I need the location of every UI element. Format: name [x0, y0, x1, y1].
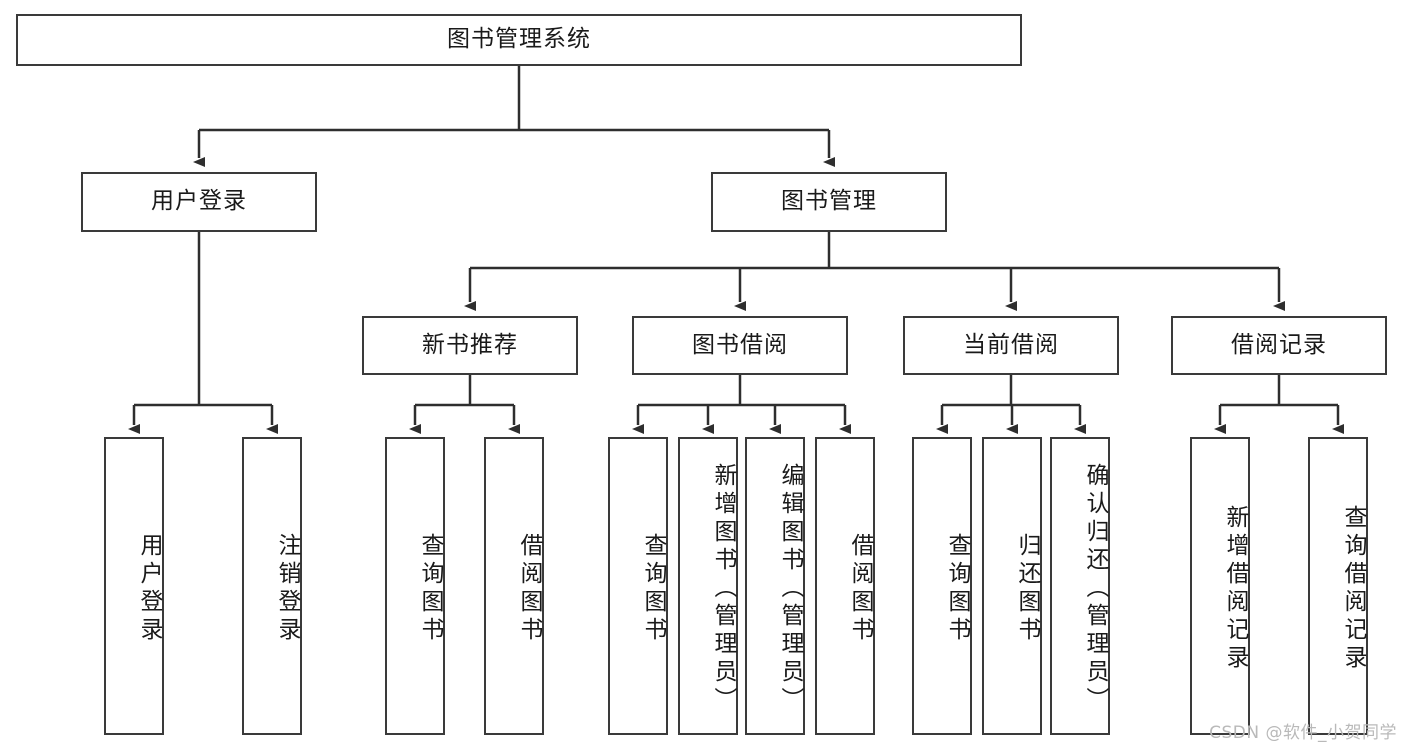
leaf-logout[interactable]: 注销登录: [242, 437, 302, 735]
node-root[interactable]: 图书管理系统: [16, 14, 1022, 66]
node-label: 查询图书: [640, 533, 666, 645]
node-label: 图书管理: [781, 188, 877, 215]
node-user-login[interactable]: 用户登录: [81, 172, 317, 232]
leaf-query-record[interactable]: 查询借阅记录: [1308, 437, 1368, 735]
node-label: 借阅记录: [1231, 331, 1327, 358]
leaf-borrow-book-rec[interactable]: 借阅图书: [484, 437, 544, 735]
csdn-watermark: CSDN @软件_小贺同学: [1209, 723, 1397, 743]
leaf-confirm-return[interactable]: 确认归还（管理员）: [1050, 437, 1110, 735]
node-label: 借阅图书: [847, 533, 873, 645]
node-label: 图书借阅: [692, 331, 788, 358]
node-label: 新增借阅记录: [1222, 505, 1248, 673]
node-label: 查询图书: [417, 533, 443, 645]
leaf-borrow-book[interactable]: 借阅图书: [815, 437, 875, 735]
leaf-add-book[interactable]: 新增图书（管理员）: [678, 437, 738, 735]
node-book-borrow[interactable]: 图书借阅: [632, 316, 848, 375]
leaf-return-book[interactable]: 归还图书: [982, 437, 1042, 735]
node-label: 查询图书: [944, 533, 970, 645]
leaf-query-book-current[interactable]: 查询图书: [912, 437, 972, 735]
node-label: 用户登录: [136, 533, 162, 645]
node-label: 查询借阅记录: [1340, 505, 1366, 673]
node-label: 注销登录: [274, 533, 300, 645]
leaf-query-book-rec[interactable]: 查询图书: [385, 437, 445, 735]
node-borrow-record[interactable]: 借阅记录: [1171, 316, 1387, 375]
node-book-manage[interactable]: 图书管理: [711, 172, 947, 232]
node-label: 当前借阅: [963, 331, 1059, 358]
leaf-user-login[interactable]: 用户登录: [104, 437, 164, 735]
node-label: 归还图书: [1014, 533, 1040, 645]
node-label: 用户登录: [151, 188, 247, 215]
node-label: 确认归还（管理员）: [1082, 463, 1108, 715]
leaf-edit-book[interactable]: 编辑图书（管理员）: [745, 437, 805, 735]
node-label: 编辑图书（管理员）: [777, 463, 803, 715]
leaf-query-book-borrow[interactable]: 查询图书: [608, 437, 668, 735]
node-label: 新增图书（管理员）: [710, 463, 736, 715]
node-label: 新书推荐: [422, 331, 518, 358]
node-label: 借阅图书: [516, 533, 542, 645]
leaf-add-record[interactable]: 新增借阅记录: [1190, 437, 1250, 735]
node-label: 图书管理系统: [447, 26, 591, 53]
node-current-borrow[interactable]: 当前借阅: [903, 316, 1119, 375]
node-new-book-rec[interactable]: 新书推荐: [362, 316, 578, 375]
